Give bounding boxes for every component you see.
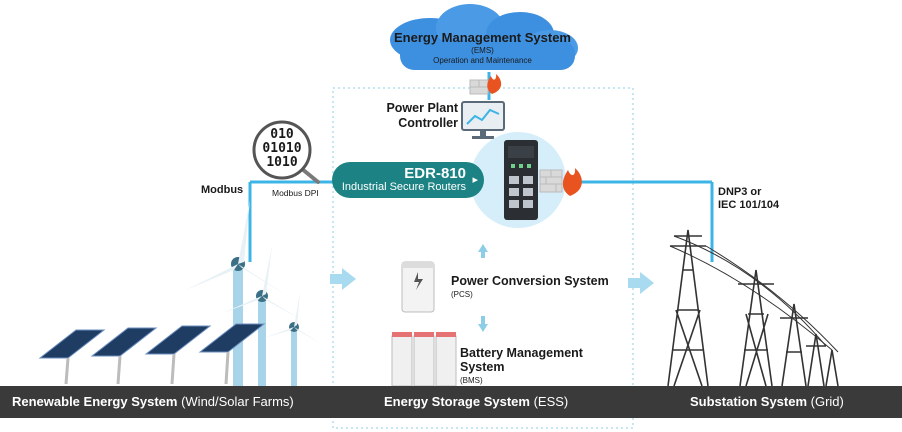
- bms-rack-icon: [391, 332, 457, 387]
- firewall-icon-router: [539, 168, 582, 196]
- substation-subtitle: (Grid): [807, 394, 844, 409]
- edr-title: EDR-810: [404, 165, 466, 182]
- magnifier-icon: [252, 120, 320, 184]
- ems-abbr: (EMS): [471, 46, 494, 55]
- controller-label: Power Plant Controller: [360, 101, 458, 131]
- dnp3-label-line2: IEC 101/104: [718, 199, 780, 211]
- firewall-icon-top: [469, 74, 502, 95]
- binary-row: 1010: [266, 155, 298, 170]
- energy-storage-title: Energy Storage System: [384, 394, 530, 409]
- renewable-energy-title: Renewable Energy System: [12, 394, 178, 409]
- transmission-tower-icons: [667, 229, 839, 387]
- bms-title-line2: System: [460, 360, 505, 374]
- system-category-bar: Renewable Energy System (Wind/Solar Farm…: [0, 386, 902, 418]
- controller-label-line1: Power Plant: [386, 101, 458, 115]
- solar-panel-icons: [38, 323, 266, 385]
- pcs-abbr: (PCS): [451, 290, 473, 299]
- flow-arrows-horizontal: [330, 268, 654, 294]
- dnp3-label: DNP3 or IEC 101/104: [718, 186, 779, 212]
- pcs-cabinet-icon: [401, 261, 435, 313]
- binary-row: 01010: [262, 141, 302, 156]
- monitor-icon: [461, 101, 505, 139]
- renewable-energy-subtitle: (Wind/Solar Farms): [177, 394, 294, 409]
- edr-subtitle: Industrial Secure Routers: [341, 181, 466, 193]
- flow-arrows-vertical: [478, 244, 488, 332]
- chevron-right-icon: ▸: [472, 174, 478, 186]
- renewable-energy-label: Renewable Energy System (Wind/Solar Farm…: [12, 386, 294, 418]
- connection-lines: [248, 72, 714, 262]
- energy-storage-label: Energy Storage System (ESS): [384, 386, 568, 418]
- substation-label: Substation System (Grid): [690, 386, 844, 418]
- substation-title: Substation System: [690, 394, 808, 409]
- bms-abbr: (BMS): [460, 376, 483, 385]
- binary-data-icon: 010 01010 1010: [259, 128, 305, 170]
- energy-storage-subtitle: (ESS): [529, 394, 569, 409]
- modbus-label: Modbus: [201, 184, 244, 196]
- cloud-icon: [390, 4, 578, 70]
- pcs-title: Power Conversion System: [451, 274, 609, 288]
- dnp3-label-line1: DNP3 or: [718, 186, 762, 198]
- wind-turbine-icons: [186, 200, 322, 386]
- edr-router-label: EDR-810 Industrial Secure Routers ▸: [332, 162, 484, 198]
- ems-title: Energy Management System: [393, 30, 571, 45]
- binary-row: 010: [270, 127, 294, 142]
- bms-title: Battery Management System: [460, 346, 583, 374]
- bms-title-line1: Battery Management: [460, 346, 583, 360]
- modbus-dpi-label: Modbus DPI: [272, 188, 319, 198]
- ems-subtitle: Operation and Maintenance: [433, 56, 532, 65]
- controller-label-line2: Controller: [398, 116, 458, 130]
- router-icon: [504, 140, 538, 220]
